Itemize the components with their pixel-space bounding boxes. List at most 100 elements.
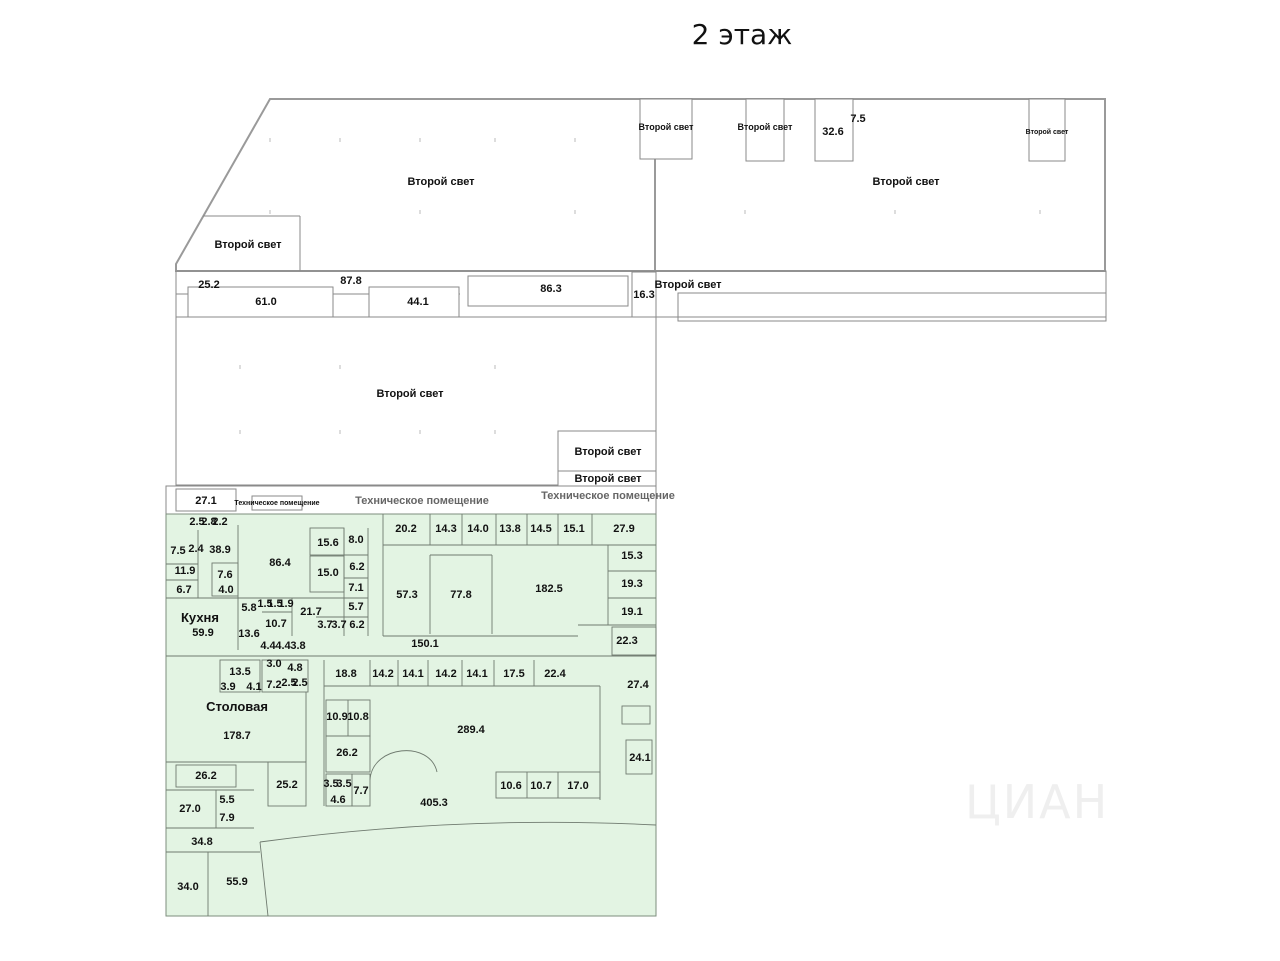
room-area-label: 6.2 — [349, 561, 364, 573]
stair-271 — [175, 488, 237, 512]
room-area-label: 150.1 — [411, 638, 439, 650]
label-kitchen: Кухня — [181, 610, 219, 625]
room-area-label: 34.0 — [177, 881, 198, 893]
room-area-label: 4.4 — [275, 640, 291, 652]
room-area-label: 19.3 — [621, 578, 642, 590]
room-area-label: 289.4 — [457, 724, 485, 736]
room-area-label: 2.2 — [212, 516, 227, 528]
room-area-label: 17.5 — [503, 668, 524, 680]
room-area-label: 10.6 — [500, 780, 521, 792]
room-area-label: 10.7 — [265, 618, 286, 630]
room-area-label: 5.7 — [348, 601, 363, 613]
room-area-label: 2.8 — [201, 516, 216, 528]
room-area-label: 10.7 — [530, 780, 551, 792]
room-area-label: 6.7 — [176, 584, 191, 596]
room-area-label: 2.5 — [281, 677, 296, 689]
room-area-label: 4.8 — [287, 662, 302, 674]
tech-room-small — [251, 495, 303, 511]
room-area-label: 3.7 — [317, 619, 332, 631]
room-area-label: 77.8 — [450, 589, 471, 601]
room-area-label: 5.8 — [241, 602, 256, 614]
room-area-label: 1.9 — [278, 598, 293, 610]
room-area-label: 10.8 — [347, 711, 368, 723]
area-25-2: 25.2 — [198, 279, 219, 291]
room-area-label: 405.3 — [420, 797, 448, 809]
room-area-label: 15.6 — [317, 537, 338, 549]
room-area-label: 182.5 — [535, 583, 563, 595]
area-86-3: 86.3 — [540, 283, 561, 295]
area-87-8: 87.8 — [340, 275, 361, 287]
room-area-label: 1.5 — [267, 598, 282, 610]
room-area-label: 59.9 — [192, 627, 213, 639]
room-area-label: 2.5 — [189, 516, 204, 528]
room-area-label: 2.5 — [292, 677, 307, 689]
area-44-1: 44.1 — [407, 296, 428, 308]
area-61-0: 61.0 — [255, 296, 276, 308]
room-area-label: 22.4 — [544, 668, 566, 680]
room-area-label: 26.2 — [195, 770, 216, 782]
room-area-label: 14.2 — [435, 668, 456, 680]
room-area-label: 15.3 — [621, 550, 642, 562]
room-area-label: 7.5 — [170, 545, 185, 557]
room-area-label: 1.5 — [257, 598, 272, 610]
room-area-label: 2.4 — [188, 543, 204, 555]
room-area-label: 14.0 — [467, 523, 488, 535]
room-area-label: 20.2 — [395, 523, 416, 535]
room-area-label: 24.1 — [629, 752, 650, 764]
room-area-label: 7.7 — [353, 785, 368, 797]
room-area-label: 57.3 — [396, 589, 417, 601]
room-area-label: 27.9 — [613, 523, 634, 535]
room-area-label: 7.1 — [348, 582, 363, 594]
room-area-label: 4.4 — [260, 640, 276, 652]
label-second-light-6: Второй свет — [574, 473, 642, 485]
room-area-label: 13.6 — [238, 628, 259, 640]
label-second-light-4: Второй свет — [376, 388, 444, 400]
label-tech-room: Техническое помещение — [355, 495, 489, 507]
area-32-6: 32.6 — [822, 126, 843, 138]
room-area-label: 86.4 — [269, 557, 291, 569]
room-area-label: 14.2 — [372, 668, 393, 680]
floor-title: 2 этаж — [691, 18, 793, 51]
room-area-label: 5.5 — [219, 794, 234, 806]
room-area-label: 14.3 — [435, 523, 456, 535]
room-area-label: 6.2 — [349, 619, 364, 631]
area-7-5: 7.5 — [850, 113, 865, 125]
room-area-label: 3.7 — [331, 619, 346, 631]
label-second-light-5: Второй свет — [574, 446, 642, 458]
room-area-label: 14.1 — [402, 668, 423, 680]
upper-labels: Второй свет Второй свет Второй свет Втор… — [198, 113, 1069, 507]
area-16-3: 16.3 — [633, 289, 654, 301]
label-second-light-8: Второй свет — [738, 122, 794, 132]
room-area-label: 178.7 — [223, 730, 251, 742]
room-area-label: 13.8 — [499, 523, 520, 535]
room-area-label: 21.7 — [300, 606, 321, 618]
label-tech-room-small: Техническое помещение — [234, 500, 319, 507]
room-area-label: 13.5 — [229, 666, 250, 678]
room-area-label: 27.1 — [195, 495, 216, 507]
room-area-label: 14.5 — [530, 523, 551, 535]
room-area-label: 14.1 — [466, 668, 487, 680]
room-area-label: 4.1 — [246, 681, 261, 693]
room-area-label: 7.9 — [219, 812, 234, 824]
room-area-label: 18.8 — [335, 668, 356, 680]
room-area-label: 3.0 — [266, 658, 281, 670]
upper-building-outline — [175, 98, 1107, 487]
room-area-label: 8.0 — [348, 534, 363, 546]
room-area-label: 22.3 — [616, 635, 637, 647]
room-area-label: 11.9 — [175, 565, 196, 577]
room-area-label: 34.8 — [191, 836, 212, 848]
room-area-label: 55.9 — [226, 876, 247, 888]
room-area-label: 26.2 — [336, 747, 357, 759]
room-area-label: 3.5 — [336, 778, 351, 790]
room-area-label: 27.0 — [179, 803, 200, 815]
room-area-label: 3.9 — [220, 681, 235, 693]
label-second-light-10: Второй свет — [654, 279, 722, 291]
room-area-label: 15.1 — [563, 523, 584, 535]
label-second-light-1: Второй свет — [407, 176, 475, 188]
watermark: ЦИАН — [965, 775, 1110, 829]
room-area-label: 27.4 — [627, 679, 649, 691]
room-area-label: 15.0 — [317, 567, 338, 579]
room-area-label: 4.6 — [330, 794, 345, 806]
